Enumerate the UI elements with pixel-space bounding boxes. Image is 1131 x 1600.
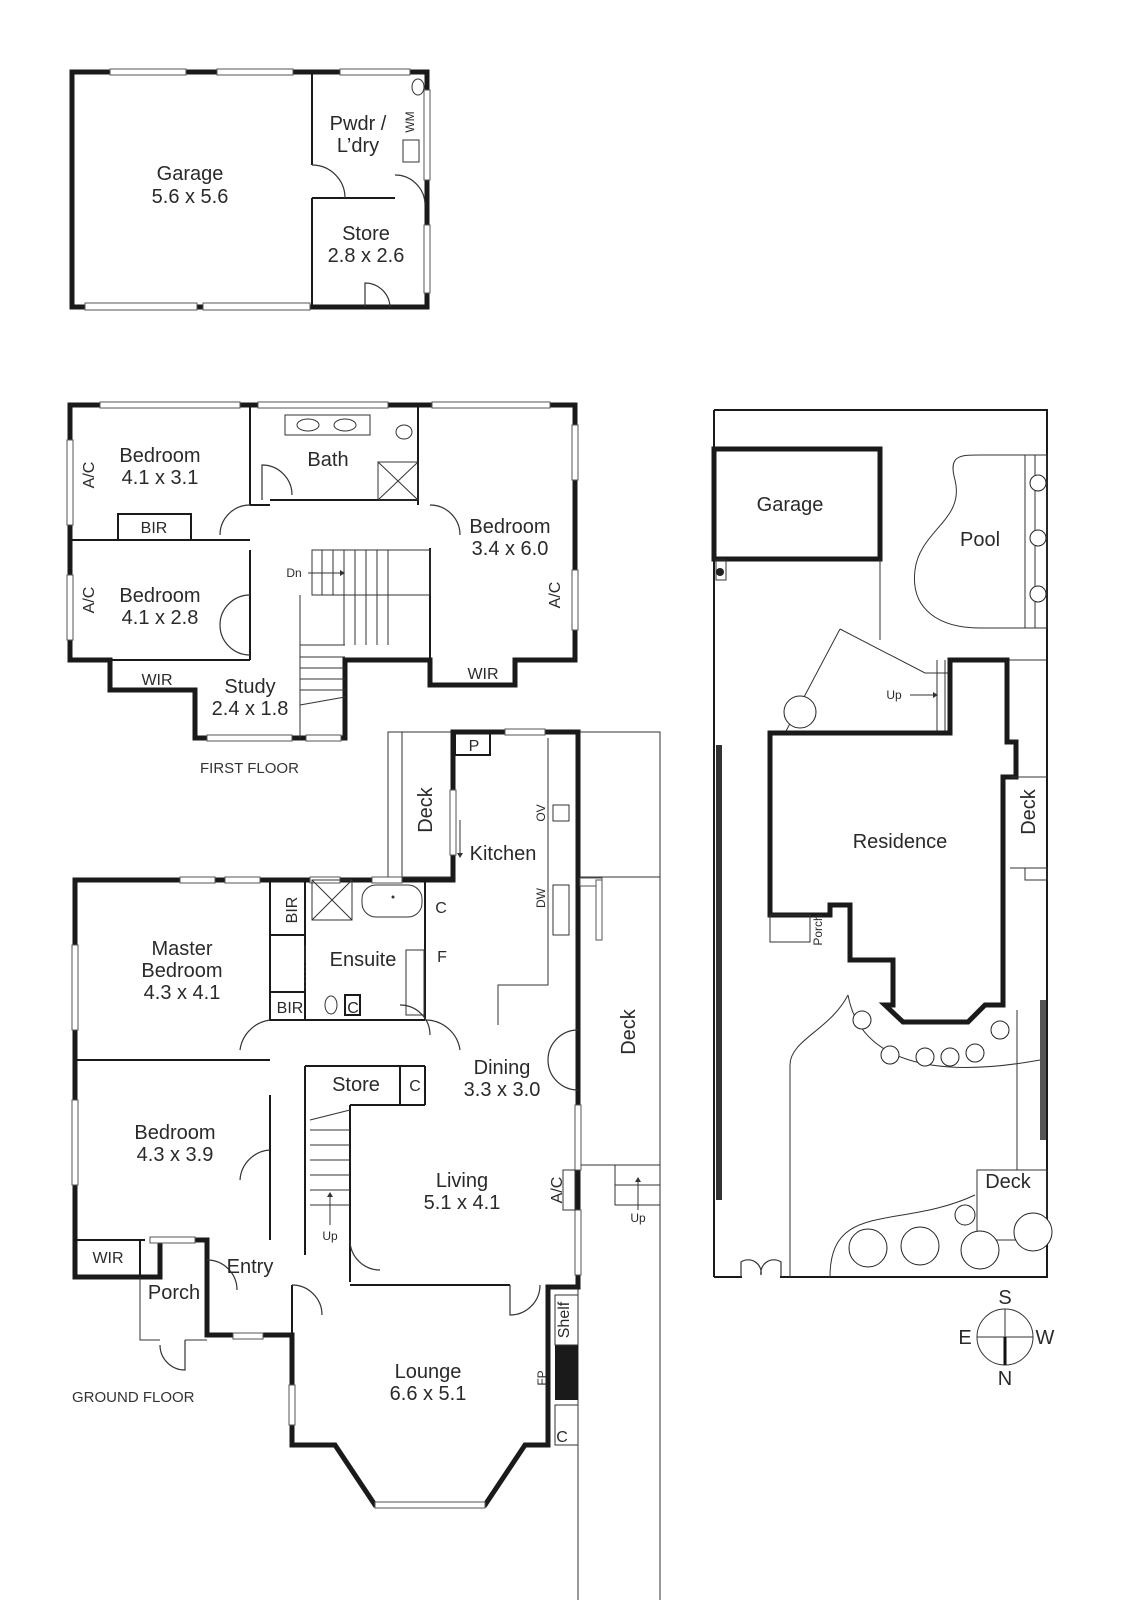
ac-label-2: A/C: [81, 587, 98, 614]
pool-label: Pool: [960, 529, 1000, 551]
site-deck-label-2: Deck: [985, 1171, 1032, 1193]
dishwasher-label: DW: [534, 887, 548, 908]
fridge-label: F: [437, 949, 447, 966]
cupboard-label-1: C: [435, 900, 447, 917]
garage-building: Garage 5.6 x 5.6 Pwdr / L’dry WM Store 2…: [69, 68, 431, 311]
lounge-label: Lounge: [395, 1361, 462, 1383]
stairs-down-label: Dn: [286, 566, 301, 580]
ground-floor-plan: Deck P Kitchen OV DW BIR BIR Master Bedr…: [71, 728, 661, 1600]
store-dims: 2.8 x 2.6: [328, 245, 405, 267]
study-dims: 2.4 x 1.8: [212, 698, 289, 720]
entry-label: Entry: [227, 1256, 274, 1278]
site-deck-label-1: Deck: [1018, 788, 1040, 835]
compass-east: E: [958, 1327, 971, 1349]
store-label: Store: [332, 1074, 380, 1096]
first-floor-caption: FIRST FLOOR: [200, 760, 299, 777]
living-dims: 5.1 x 4.1: [424, 1192, 501, 1214]
site-plan: Garage Pool Up Residence Deck Deck Porch: [711, 409, 1053, 1278]
bedroom-label: Bedroom: [134, 1122, 215, 1144]
dining-label: Dining: [474, 1057, 531, 1079]
bir-top-label: BIR: [284, 897, 301, 924]
deck-right-label: Deck: [618, 1008, 640, 1055]
garage-dims: 5.6 x 5.6: [152, 186, 229, 208]
bedroom-3-dims: 3.4 x 6.0: [472, 538, 549, 560]
kitchen-label: Kitchen: [470, 843, 537, 865]
site-garage-label: Garage: [757, 494, 824, 516]
bedroom-2-dims: 4.1 x 2.8: [122, 607, 199, 629]
compass: S E W N: [958, 1287, 1054, 1390]
bath-label: Bath: [307, 449, 348, 471]
shelf-label: Shelf: [556, 1301, 573, 1338]
compass-west: W: [1036, 1327, 1055, 1349]
site-porch-label: Porch: [811, 914, 825, 945]
deck-top-label: Deck: [415, 786, 437, 833]
cupboard-label-2: C: [347, 1000, 359, 1017]
store-label: Store: [342, 223, 390, 245]
ac-label-1: A/C: [81, 462, 98, 489]
bir-label: BIR: [141, 520, 168, 537]
bedroom-1-label: Bedroom: [119, 445, 200, 467]
fireplace-label: FP: [535, 1370, 549, 1385]
compass-north: N: [998, 1368, 1012, 1390]
ac-label-3: A/C: [547, 582, 564, 609]
residence-label: Residence: [853, 831, 948, 853]
pwdr-label-2: L’dry: [337, 135, 379, 157]
master-label-2: Bedroom: [141, 960, 222, 982]
pwdr-label-1: Pwdr /: [330, 113, 387, 135]
compass-south: S: [998, 1287, 1011, 1309]
living-label: Living: [436, 1170, 488, 1192]
cupboard-label-4: C: [556, 1429, 568, 1446]
ensuite-label: Ensuite: [330, 949, 397, 971]
bedroom-3-label: Bedroom: [469, 516, 550, 538]
garage-label: Garage: [157, 163, 224, 185]
wir-label: WIR: [92, 1250, 123, 1267]
ground-floor-caption: GROUND FLOOR: [72, 1389, 195, 1406]
bedroom-1-dims: 4.1 x 3.1: [122, 467, 199, 489]
washing-machine-label: WM: [403, 111, 417, 132]
dining-dims: 3.3 x 3.0: [464, 1079, 541, 1101]
master-dims: 4.3 x 4.1: [144, 982, 221, 1004]
ac-label: A/C: [549, 1177, 566, 1204]
lounge-dims: 6.6 x 5.1: [390, 1383, 467, 1405]
up-label-1: Up: [322, 1229, 338, 1243]
first-floor-plan: Dn A/C A/C A/C Bedroom 4.1 x 3.1 BIR Bed…: [66, 401, 579, 777]
porch-label: Porch: [148, 1282, 200, 1304]
study-label: Study: [224, 676, 275, 698]
bedroom-2-label: Bedroom: [119, 585, 200, 607]
oven-label: OV: [534, 804, 548, 821]
cupboard-label-3: C: [409, 1078, 421, 1095]
master-label-1: Master: [151, 938, 212, 960]
site-up-label: Up: [886, 688, 902, 702]
up-label-2: Up: [630, 1211, 646, 1225]
wir-left-label: WIR: [141, 672, 172, 689]
bedroom-dims: 4.3 x 3.9: [137, 1144, 214, 1166]
wir-right-label: WIR: [467, 666, 498, 683]
bir-bottom-label: BIR: [277, 1000, 304, 1017]
pantry-label: P: [469, 738, 480, 755]
